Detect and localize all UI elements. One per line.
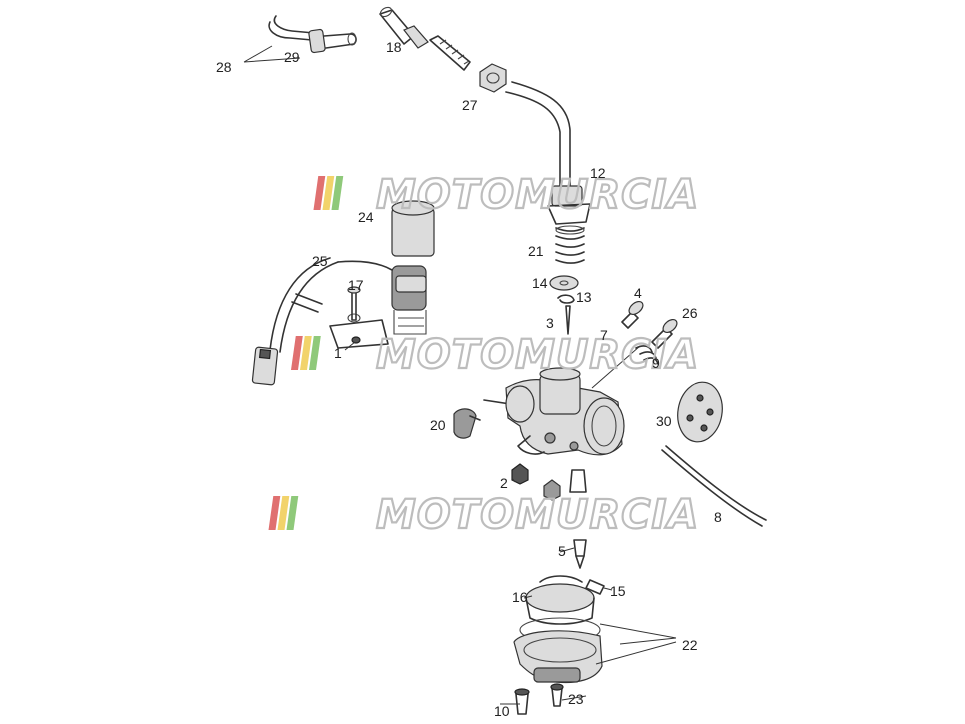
part-needle xyxy=(565,305,571,335)
part-gasket-disc xyxy=(677,381,723,443)
watermark-top: MOTOMURCIA xyxy=(313,171,699,219)
part-float-pin xyxy=(585,579,605,595)
label-29: 29 xyxy=(284,49,300,65)
label-3: 3 xyxy=(546,315,554,331)
part-choke-lever xyxy=(453,408,481,439)
label-18: 18 xyxy=(386,39,402,55)
label-13: 13 xyxy=(576,289,592,305)
part-jets xyxy=(511,463,587,501)
part-throttle-slide xyxy=(391,200,435,257)
part-carburetor-body xyxy=(483,367,625,456)
label-10: 10 xyxy=(494,703,510,719)
part-choke-assembly xyxy=(251,257,427,386)
part-spring xyxy=(555,225,585,264)
part-adjuster-screw xyxy=(429,35,471,71)
watermark-text: MOTOMURCIA xyxy=(376,492,699,538)
part-nut xyxy=(479,63,507,93)
part-slide-cap xyxy=(547,185,591,225)
label-16: 16 xyxy=(512,589,528,605)
label-5: 5 xyxy=(558,543,566,559)
label-2: 2 xyxy=(500,475,508,491)
part-washer xyxy=(549,275,579,291)
label-20: 20 xyxy=(430,417,446,433)
label-27: 27 xyxy=(462,97,478,113)
label-21: 21 xyxy=(528,243,544,259)
watermark-text: MOTOMURCIA xyxy=(376,332,699,378)
part-cable-adjuster xyxy=(379,6,429,49)
label-14: 14 xyxy=(532,275,548,291)
label-23: 23 xyxy=(568,691,584,707)
part-elbow-hose xyxy=(268,15,357,54)
part-drain-screw xyxy=(514,688,530,715)
label-28: 28 xyxy=(216,59,232,75)
part-clip xyxy=(557,294,575,304)
label-25: 25 xyxy=(312,253,328,269)
part-idle-screw xyxy=(651,318,678,349)
part-idle-spring xyxy=(591,345,659,389)
label-1: 1 xyxy=(334,345,342,361)
label-22: 22 xyxy=(682,637,698,653)
part-cable-sheath xyxy=(505,81,571,191)
watermark-middle: MOTOMURCIA xyxy=(290,331,699,379)
part-float-bowl xyxy=(513,617,603,684)
label-30: 30 xyxy=(656,413,672,429)
part-float-needle xyxy=(573,539,587,569)
label-15: 15 xyxy=(610,583,626,599)
label-8: 8 xyxy=(714,509,722,525)
label-24: 24 xyxy=(358,209,374,225)
label-26: 26 xyxy=(682,305,698,321)
watermark-text: MOTOMURCIA xyxy=(376,172,699,218)
label-12: 12 xyxy=(590,165,606,181)
part-number-labels: 28 29 18 27 12 24 21 25 14 13 17 4 26 3 … xyxy=(216,39,722,719)
watermark-bottom: MOTOMURCIA xyxy=(268,491,699,539)
label-7: 7 xyxy=(600,327,608,343)
label-4: 4 xyxy=(634,285,642,301)
label-17: 17 xyxy=(348,277,364,293)
part-screw-4 xyxy=(621,300,644,329)
part-bowl-screw xyxy=(550,683,564,707)
part-overflow-tube xyxy=(661,449,763,527)
part-float xyxy=(525,575,595,625)
leader-lines xyxy=(243,45,677,705)
label-9: 9 xyxy=(652,355,660,371)
